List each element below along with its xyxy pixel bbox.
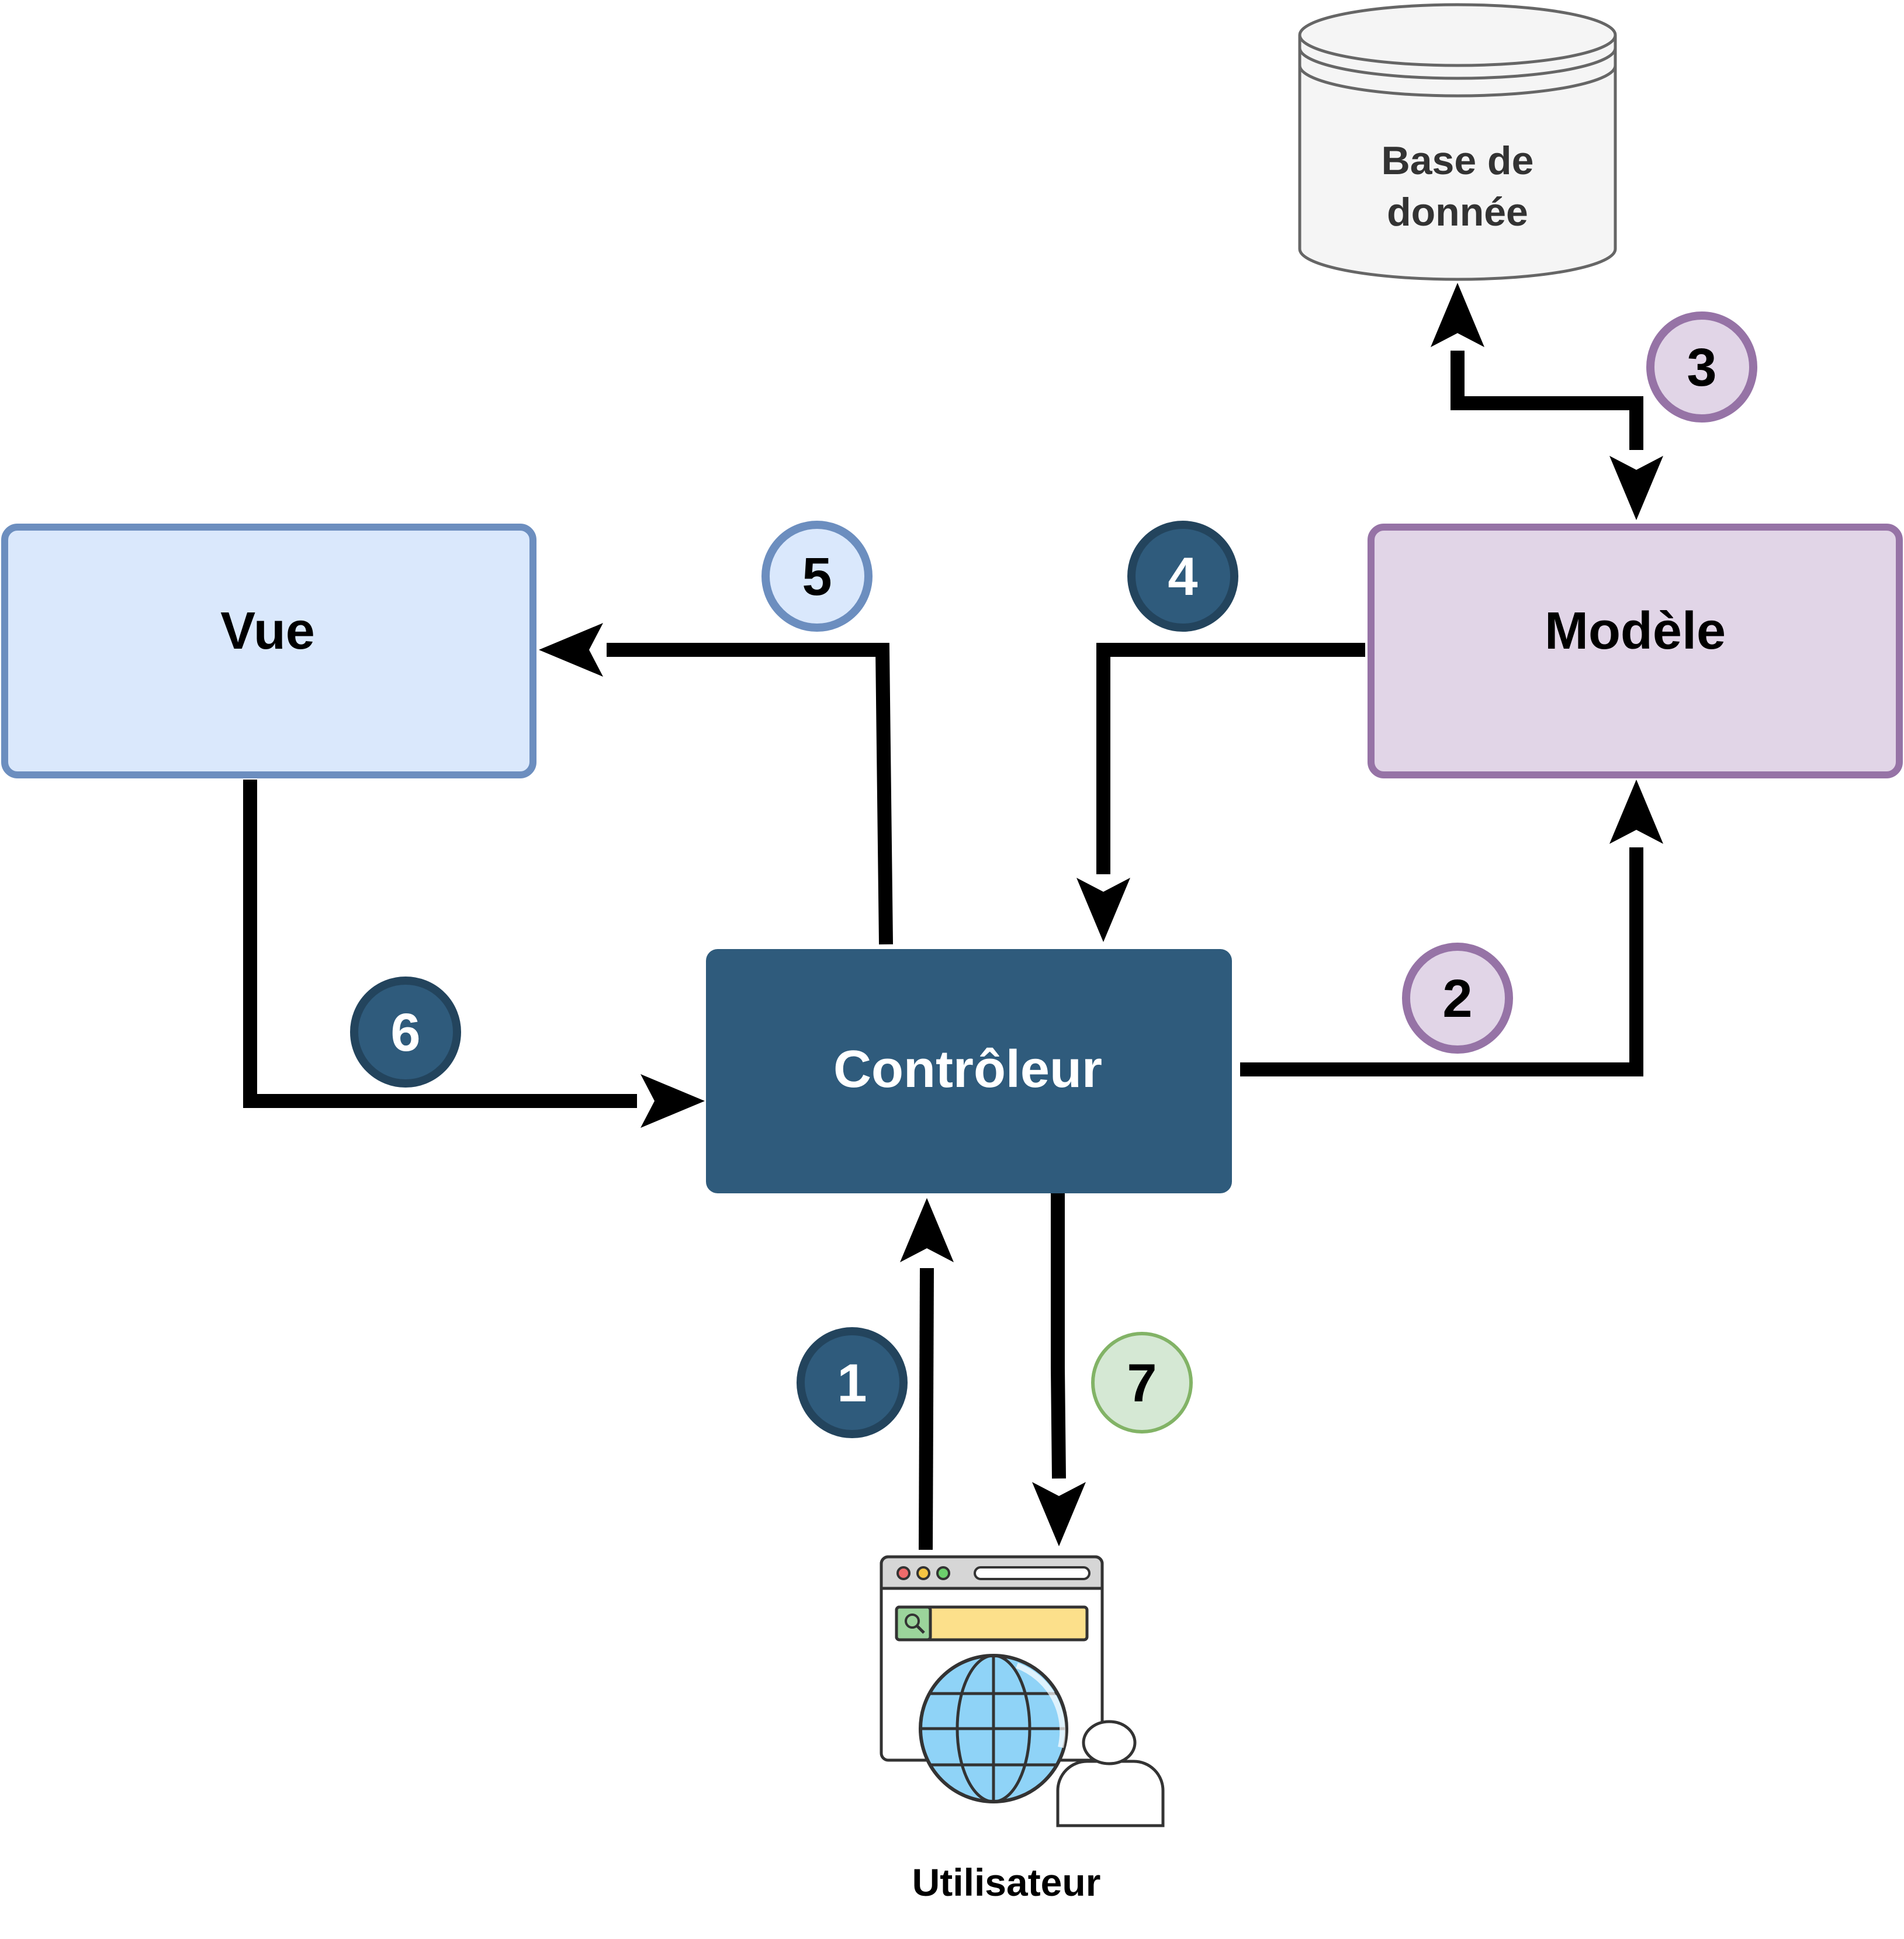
user-label: Utilisateur xyxy=(912,1861,1101,1904)
user-node[interactable]: Utilisateur xyxy=(880,1555,1165,1904)
modele-node[interactable]: Modèle xyxy=(1368,524,1903,778)
connector-step-6[interactable] xyxy=(243,780,705,1128)
step-badge-7: 7 xyxy=(1091,1332,1193,1434)
step-number-3: 3 xyxy=(1687,338,1716,397)
step-badge-1: 1 xyxy=(797,1327,908,1438)
step-badge-2: 2 xyxy=(1402,943,1513,1054)
connector-step-3[interactable] xyxy=(1431,283,1663,520)
step-badge-3: 3 xyxy=(1646,311,1757,423)
modele-label: Modèle xyxy=(1545,602,1726,660)
vue-label: Vue xyxy=(220,602,315,660)
step-badge-5: 5 xyxy=(761,521,873,632)
controleur-label: Contrôleur xyxy=(833,1040,1102,1099)
database-label-line2: donnée xyxy=(1387,190,1528,234)
step-number-4: 4 xyxy=(1168,547,1197,607)
browser-globe-user-icon xyxy=(880,1555,1165,1827)
database-node[interactable]: Base de donnée xyxy=(1298,3,1617,281)
connector-step-7[interactable] xyxy=(1032,1193,1086,1546)
database-label-line1: Base de xyxy=(1382,138,1534,183)
step-number-7: 7 xyxy=(1127,1353,1157,1413)
step-badge-6: 6 xyxy=(350,977,461,1088)
step-badge-4: 4 xyxy=(1127,521,1238,632)
connector-step-5[interactable] xyxy=(539,623,893,945)
step-number-2: 2 xyxy=(1442,969,1472,1029)
step-number-5: 5 xyxy=(802,547,832,607)
step-number-1: 1 xyxy=(837,1353,867,1413)
vue-node[interactable]: Vue xyxy=(1,524,536,778)
step-number-6: 6 xyxy=(390,1003,420,1062)
connector-step-4[interactable] xyxy=(1076,643,1365,942)
connector-step-1[interactable] xyxy=(900,1198,954,1550)
controleur-node[interactable]: Contrôleur xyxy=(706,949,1232,1193)
connector-step-2[interactable] xyxy=(1240,780,1663,1076)
